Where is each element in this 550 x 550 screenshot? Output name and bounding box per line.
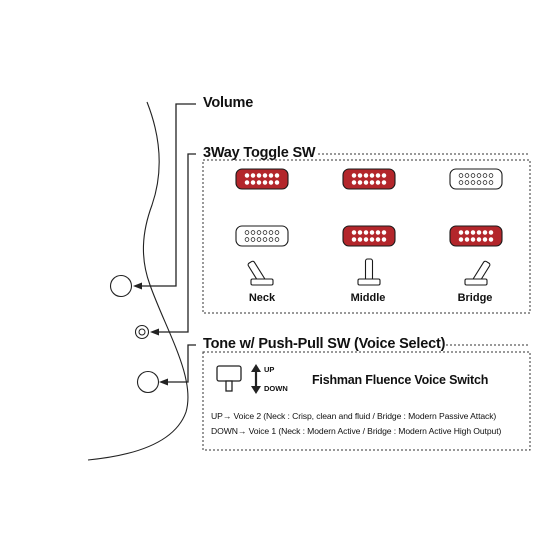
push-pull-switch-icon: [216, 365, 242, 392]
toggle-lever-bridge-icon: [464, 260, 491, 286]
down-label: DOWN: [264, 384, 288, 393]
bridge-pickup-middle: [342, 225, 396, 247]
position-label-neck: Neck: [248, 292, 276, 304]
tone-label: Tone w/ Push-Pull SW (Voice Select): [203, 336, 446, 352]
voice-up-description: UP→ Voice 2 (Neck : Crisp, clean and flu…: [211, 411, 497, 421]
voice-down-description: DOWN→ Voice 1 (Neck : Modern Active / Br…: [211, 426, 502, 436]
up-down-arrow-icon: [251, 364, 261, 394]
toggle-lever-middle-icon: [357, 258, 381, 286]
toggle-lever-neck-icon: [247, 260, 274, 286]
volume-knob: [109, 274, 133, 298]
toggle-switch-label: 3Way Toggle SW: [203, 145, 316, 161]
neck-pickup-bridge: [449, 168, 503, 190]
bridge-pickup-neck: [235, 225, 289, 247]
position-label-bridge: Bridge: [457, 292, 493, 304]
position-label-middle: Middle: [350, 292, 386, 304]
voice-switch-box: [202, 351, 531, 451]
bridge-pickup-bridge: [449, 225, 503, 247]
volume-arrowhead: [133, 282, 142, 290]
toggle-arrowhead: [150, 328, 159, 336]
neck-pickup-middle: [342, 168, 396, 190]
toggle-switch-center: [138, 328, 146, 336]
tone-knob: [136, 370, 160, 394]
toggle-leader: [159, 153, 196, 333]
guitar-body-outline: [87, 101, 189, 461]
up-label: UP: [264, 365, 275, 374]
neck-pickup-neck: [235, 168, 289, 190]
voice-switch-title: Fishman Fluence Voice Switch: [312, 373, 489, 387]
volume-leader: [142, 103, 196, 287]
tone-leader: [168, 344, 196, 383]
tone-arrowhead: [159, 378, 168, 386]
volume-label: Volume: [203, 95, 254, 111]
